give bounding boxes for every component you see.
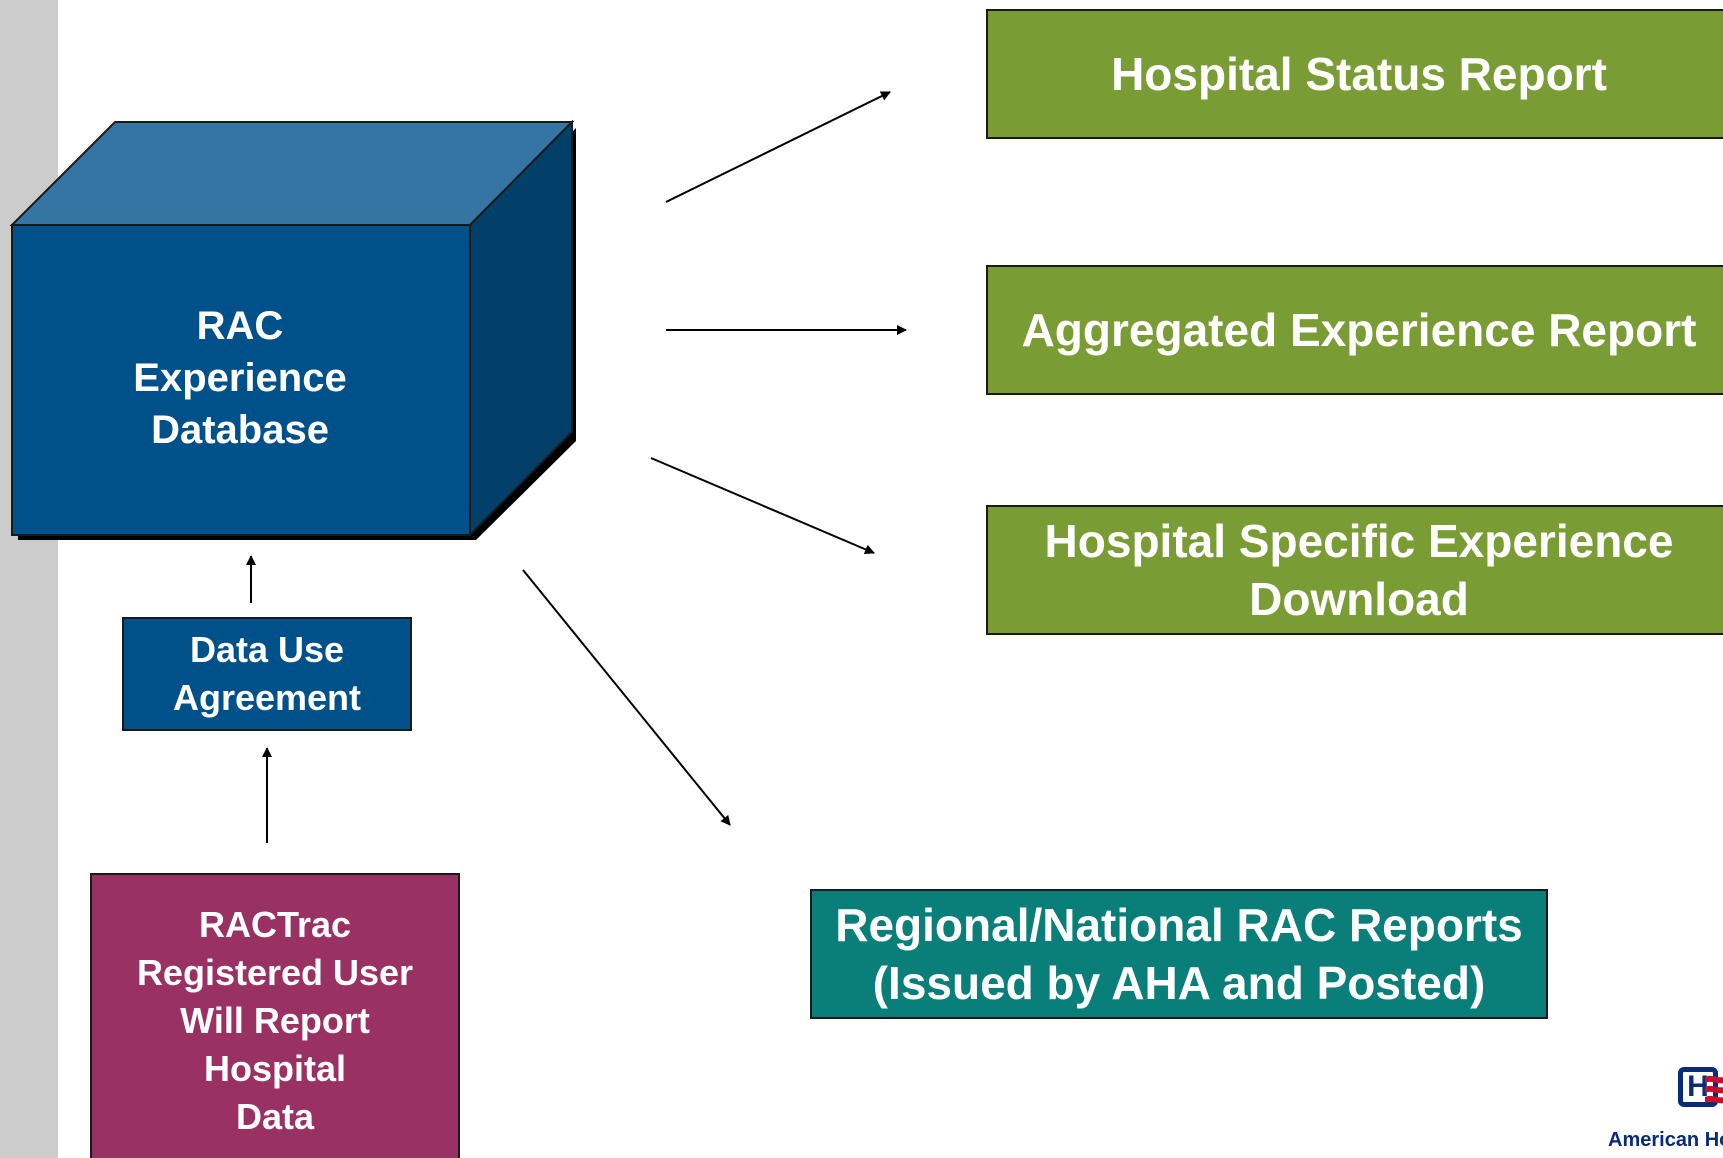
database-label: RAC Experience Database xyxy=(133,304,347,452)
aggregated-experience-report-box: Aggregated Experience Report xyxy=(986,265,1723,395)
hospital-status-report-box: Hospital Status Report xyxy=(986,9,1723,139)
aha-logo-text: American Hospital Association xyxy=(1608,1129,1723,1151)
cube-front-face xyxy=(11,224,471,536)
aha-flag-icon xyxy=(1705,1075,1723,1104)
database-cube xyxy=(9,119,576,540)
arrow-to-regional xyxy=(522,569,731,826)
hospital-specific-experience-download-box: Hospital Specific Experience Download xyxy=(986,505,1723,635)
ractrac-user-box: RACTrac Registered User Will Report Hosp… xyxy=(90,873,460,1158)
regional-national-reports-box: Regional/National RAC Reports (Issued by… xyxy=(810,889,1548,1019)
data-use-agreement-box: Data Use Agreement xyxy=(122,617,412,731)
aha-logo: H American Hospital Association xyxy=(1600,1063,1723,1158)
arrow-to-hospital-specific xyxy=(650,457,875,555)
arrow-to-hospital-status xyxy=(665,91,891,203)
